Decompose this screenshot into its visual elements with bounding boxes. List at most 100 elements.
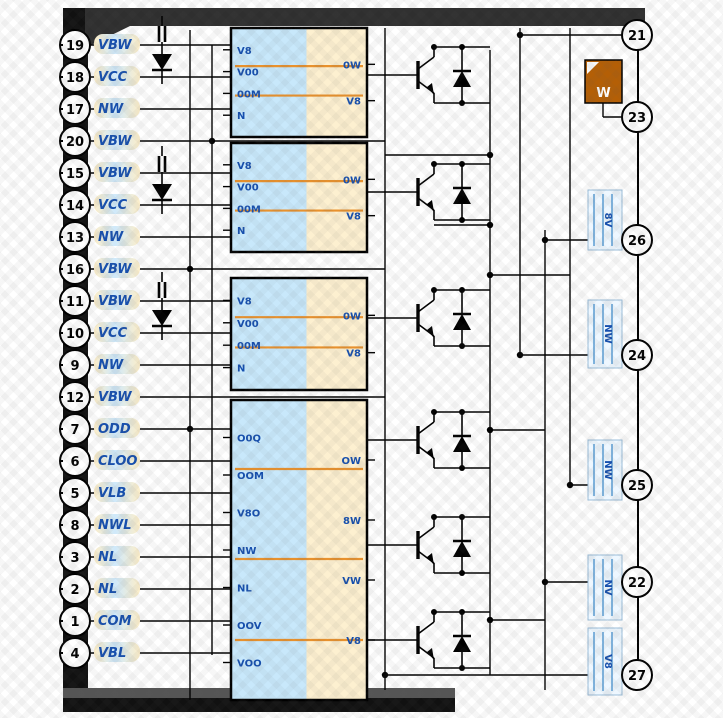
pin-label-highlight bbox=[94, 354, 140, 374]
pin-number: 4 bbox=[70, 647, 79, 662]
ic-block bbox=[229, 276, 369, 392]
pin-number: 9 bbox=[70, 359, 79, 374]
pin-label: VBW bbox=[98, 294, 132, 309]
junction-dot bbox=[431, 609, 437, 615]
ic-left-pin-label: N bbox=[237, 111, 245, 122]
ic-left-pin-label: N bbox=[237, 364, 245, 375]
junction-dot bbox=[486, 271, 494, 279]
pin-label: COM bbox=[98, 614, 132, 629]
junction-dot bbox=[459, 409, 465, 415]
junction-dot bbox=[459, 609, 465, 615]
pin-label: VCC bbox=[98, 326, 128, 341]
junction-dot bbox=[459, 665, 465, 671]
diode-icon bbox=[453, 636, 471, 652]
relay-box-corner bbox=[587, 62, 599, 74]
ic-right-pin-label: OW bbox=[341, 456, 361, 467]
pin-label: VBW bbox=[98, 166, 132, 181]
pin-label: NW bbox=[98, 102, 124, 117]
pin-number: 7 bbox=[70, 423, 79, 438]
junction-dot bbox=[486, 616, 494, 624]
ic-block bbox=[229, 141, 369, 254]
pin-number: 2 bbox=[70, 583, 79, 598]
pin-number: 3 bbox=[70, 551, 79, 566]
junction-dot bbox=[541, 236, 549, 244]
pin-label-highlight bbox=[94, 290, 140, 310]
junction-dot bbox=[459, 343, 465, 349]
pin-label: VCC bbox=[98, 198, 128, 213]
pin-label-highlight bbox=[94, 66, 140, 86]
ic-left-pin-label: 00M bbox=[237, 204, 261, 215]
ic-left-pin-label: OOM bbox=[237, 471, 264, 482]
transistor-collector bbox=[417, 421, 435, 435]
ic-left-pin-label: V00 bbox=[237, 319, 259, 330]
stripe-label: V8 bbox=[602, 654, 613, 669]
junction-dot bbox=[381, 671, 389, 679]
pin-label-highlight bbox=[94, 34, 140, 54]
junction-dot bbox=[566, 481, 574, 489]
pin-label-highlight bbox=[94, 578, 140, 598]
ic-left-pin-label: VOO bbox=[237, 659, 262, 670]
junction-dot bbox=[431, 287, 437, 293]
junction-dot bbox=[431, 514, 437, 520]
diode-icon bbox=[453, 71, 471, 87]
ic-block bbox=[229, 26, 369, 139]
driver-cell bbox=[367, 161, 490, 223]
junction-dot bbox=[459, 570, 465, 576]
ic-right-pin-label: 0W bbox=[343, 60, 361, 71]
pin-label-highlight bbox=[94, 226, 140, 246]
right-pin bbox=[621, 469, 653, 501]
ic-left-pin-label: V00 bbox=[237, 183, 259, 194]
pin-number: 6 bbox=[70, 455, 79, 470]
pin-label: VBW bbox=[98, 390, 132, 405]
ic-left-pin-label: NL bbox=[237, 584, 252, 595]
pin-number: 25 bbox=[628, 479, 646, 494]
pin-number: 10 bbox=[66, 327, 84, 342]
pin-number: 27 bbox=[628, 669, 646, 684]
pin-number: 1 bbox=[70, 615, 79, 630]
junction-dot bbox=[541, 578, 549, 586]
pin-label-highlight bbox=[94, 642, 140, 662]
ic-right-pin-label: V8 bbox=[346, 97, 361, 108]
pin-label: NL bbox=[98, 550, 117, 565]
pin-label-highlight bbox=[94, 418, 140, 438]
emitter-arrow bbox=[427, 200, 434, 212]
pin-number: 15 bbox=[66, 167, 84, 182]
frame-bottom bbox=[63, 698, 455, 712]
right-pin bbox=[621, 659, 653, 691]
zener-cell bbox=[152, 16, 172, 84]
pin-number: 14 bbox=[66, 199, 84, 214]
driver-cell bbox=[367, 44, 490, 106]
transistor-collector bbox=[417, 299, 435, 313]
pin-number: 21 bbox=[628, 29, 646, 44]
ic-right-pin-label: VW bbox=[342, 576, 361, 587]
transistor-collector bbox=[417, 173, 435, 187]
junction-dot bbox=[459, 514, 465, 520]
pin-label-highlight bbox=[94, 450, 140, 470]
pin-number: 13 bbox=[66, 231, 84, 246]
zener-diode-icon bbox=[152, 54, 172, 70]
emitter-arrow bbox=[427, 448, 434, 460]
stripe-label: NV bbox=[602, 579, 613, 595]
right-pin bbox=[621, 19, 653, 51]
pin-label: ODD bbox=[98, 422, 131, 437]
ic-right-pin-label: V8 bbox=[346, 349, 361, 360]
pin-label: NW bbox=[98, 358, 124, 373]
ic-left-pin-label: 00M bbox=[237, 341, 261, 352]
diode-icon bbox=[453, 188, 471, 204]
junction-dot bbox=[486, 426, 494, 434]
pin-label: NL bbox=[98, 582, 117, 597]
pin-number: 5 bbox=[70, 487, 79, 502]
ic-left-pin-label: NW bbox=[237, 546, 256, 557]
pin-number: 11 bbox=[66, 295, 84, 310]
pin-number: 17 bbox=[66, 103, 84, 118]
junction-dot bbox=[431, 409, 437, 415]
pin-number: 18 bbox=[66, 71, 84, 86]
junction-dot bbox=[486, 151, 494, 159]
driver-cell bbox=[367, 409, 490, 471]
transistor-collector bbox=[417, 621, 435, 635]
relay-box-label: W bbox=[596, 86, 610, 101]
driver-cell bbox=[367, 287, 490, 349]
pin-label-highlight bbox=[94, 194, 140, 214]
pin-number: 26 bbox=[628, 234, 646, 249]
right-pin bbox=[621, 224, 653, 256]
